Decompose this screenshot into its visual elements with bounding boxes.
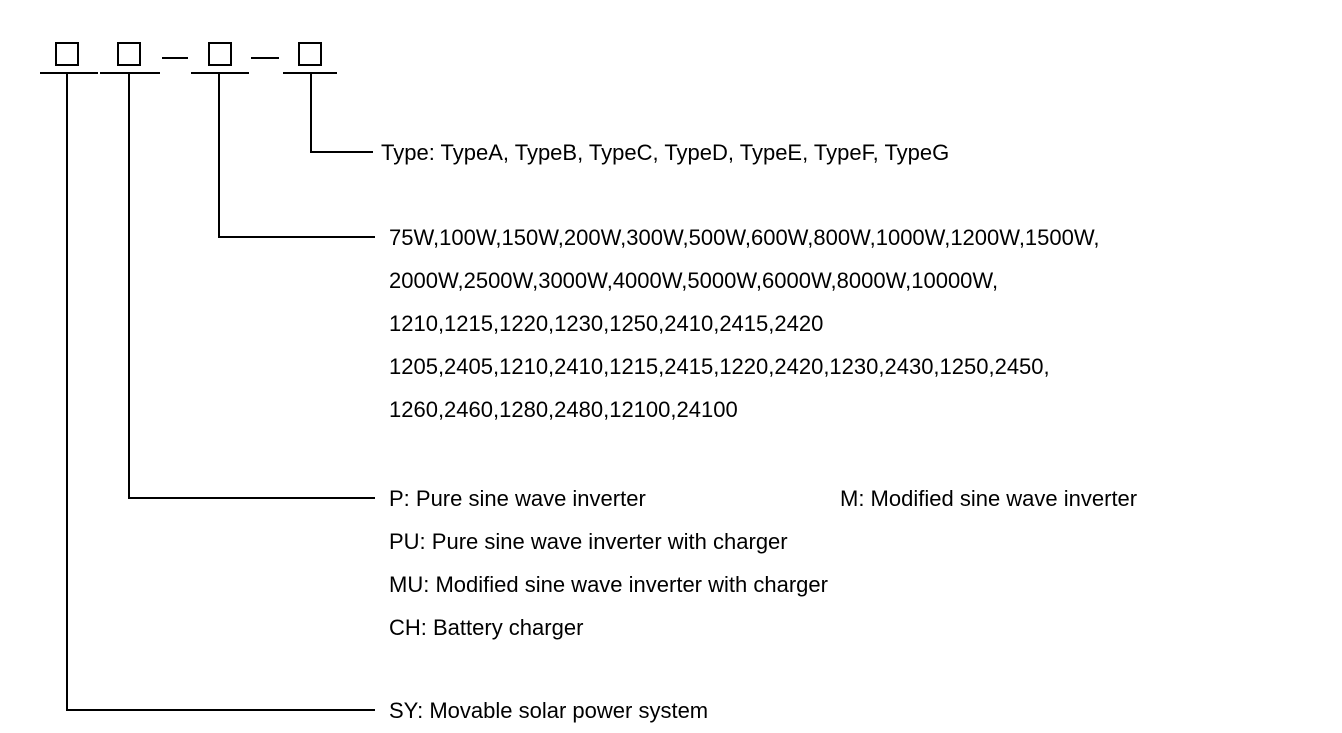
code-box-type	[298, 42, 322, 66]
inverter-option-modified-sine-charger: MU: Modified sine wave inverter with cha…	[389, 572, 828, 597]
power-options-line-3: 1210,1215,1220,1230,1250,2410,2415,2420	[389, 311, 824, 336]
inverter-option-pure-sine-charger: PU: Pure sine wave inverter with charger	[389, 529, 788, 554]
inverter-option-pure-sine: P: Pure sine wave inverter	[389, 486, 646, 511]
connector-power-rating	[218, 73, 375, 238]
power-options-line-2: 2000W,2500W,3000W,4000W,5000W,6000W,8000…	[389, 268, 999, 293]
power-options-line-1: 75W,100W,150W,200W,300W,500W,600W,800W,1…	[389, 225, 1100, 250]
type-options-line: Type: TypeA, TypeB, TypeC, TypeD, TypeE,…	[381, 140, 950, 165]
power-options-line-5: 1260,2460,1280,2480,12100,24100	[389, 397, 738, 422]
connector-system	[66, 73, 375, 711]
connector-inverter-type	[128, 73, 375, 499]
inverter-option-battery-charger: CH: Battery charger	[389, 615, 584, 640]
system-option-line: SY: Movable solar power system	[389, 698, 709, 723]
connector-type	[310, 73, 373, 153]
power-options-line-4: 1205,2405,1210,2410,1215,2415,1220,2420,…	[389, 354, 1050, 379]
inverter-option-modified-sine: M: Modified sine wave inverter	[840, 486, 1138, 511]
code-box-power-rating	[208, 42, 232, 66]
code-box-system	[55, 42, 79, 66]
code-box-inverter-type	[117, 42, 141, 66]
